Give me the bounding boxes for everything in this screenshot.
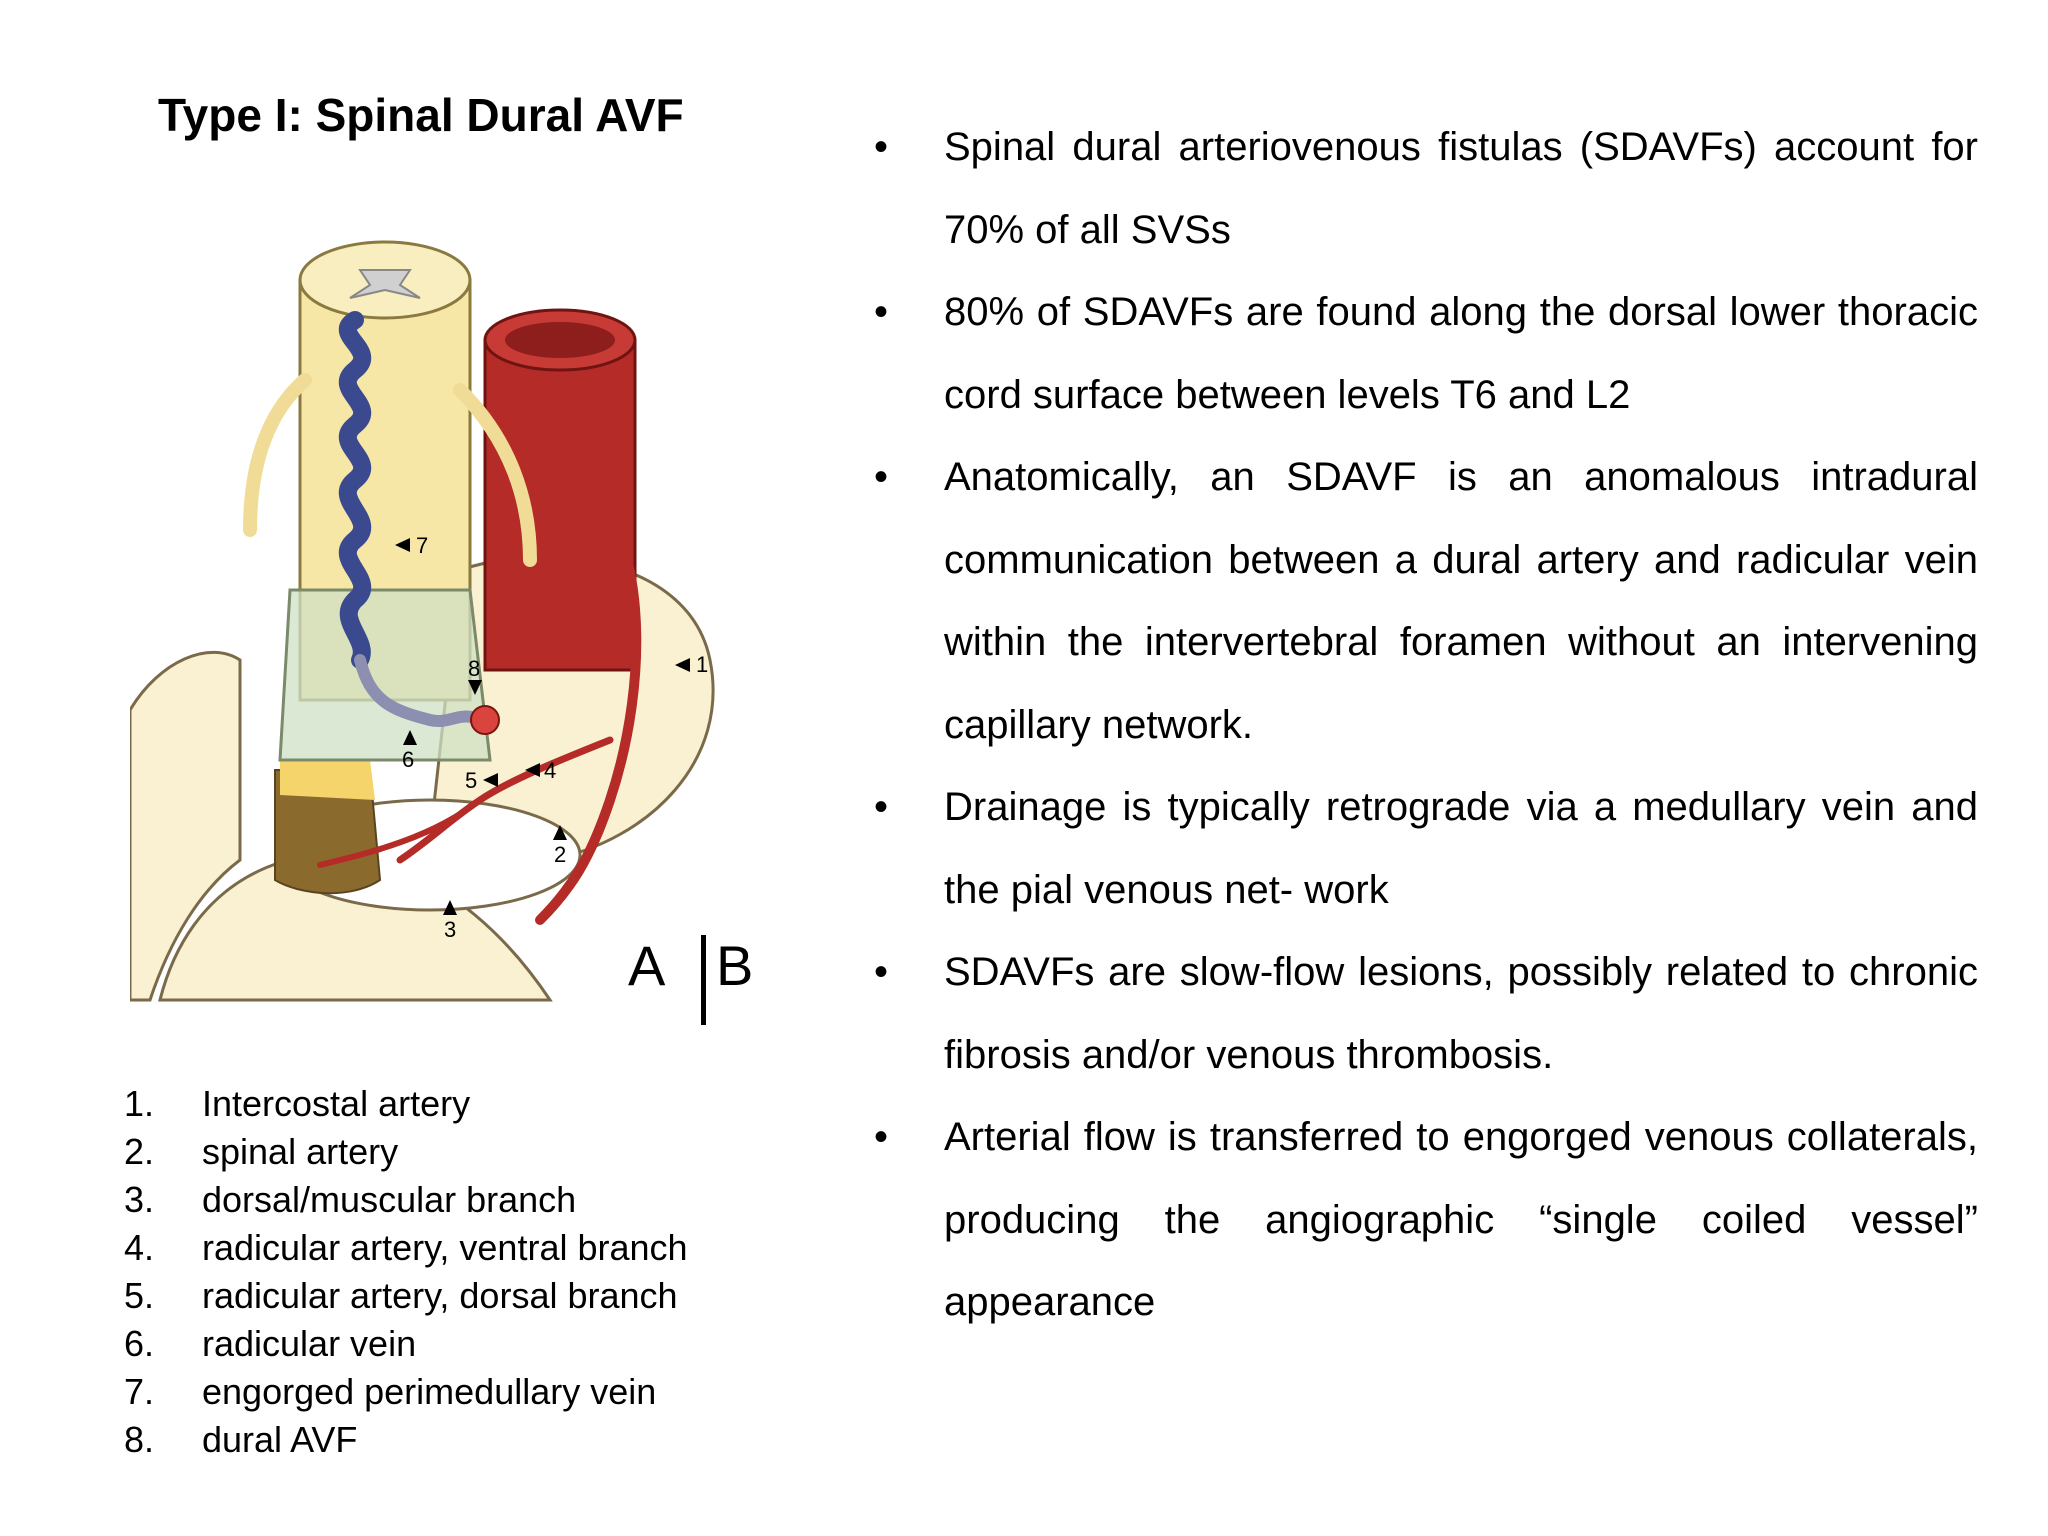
bullet-item: • Arterial flow is transferred to engorge… [868,1096,1978,1344]
spinal-dural-avf-illustration: 1 2 3 4 5 6 7 8 A B [130,240,780,1040]
marker-arrow-6 [403,730,417,745]
figure-legend: 1. Intercostal artery 2. spinal artery 3. d… [124,1080,744,1464]
marker-label-5: 5 [465,768,477,793]
legend-item: 6. radicular vein [124,1320,744,1368]
panel-label-a: A [628,934,666,997]
marker-arrow-7 [395,538,410,552]
bullet-text: Anatomically, an SDAVF is an anomalous i… [944,455,1978,747]
marker-label-6: 6 [402,747,414,772]
marker-arrow-2 [553,825,567,840]
panel-label-b: B [716,934,753,997]
marker-label-2: 2 [554,842,566,867]
legend-text: engorged perimedullary vein [202,1371,657,1412]
marker-label-3: 3 [444,917,456,942]
legend-text: spinal artery [202,1131,399,1172]
legend-item: 7. engorged perimedullary vein [124,1368,744,1416]
aorta-lumen [505,322,615,358]
bullet-item: • Spinal dural arteriovenous fistulas (SD… [868,106,1978,271]
legend-item: 3. dorsal/muscular branch [124,1176,744,1224]
marker-arrow-5 [483,773,498,787]
bullet-item: • Anatomically, an SDAVF is an anomalous … [868,436,1978,766]
muscle-highlight [280,760,375,800]
engorged-perimedullary-vein [338,311,372,669]
legend-item: 1. Intercostal artery [124,1080,744,1128]
nerve-root-right [453,383,537,567]
panel-divider [701,935,706,1025]
legend-number: 2. [124,1131,155,1172]
marker-arrow-8 [468,680,482,695]
intercostal-artery [535,465,642,925]
legend-number: 5. [124,1275,155,1316]
paraspinal-muscle [274,769,382,895]
vertebra-lamina [130,650,242,1002]
dural-avf-nidus [470,705,500,735]
legend-item: 4. radicular artery, ventral branch [124,1224,744,1272]
bullet-icon: • [874,455,889,499]
marker-label-1: 1 [696,652,708,677]
bullet-item: • Drainage is typically retrograde via a … [868,766,1978,931]
bullet-icon: • [874,290,889,334]
bullet-icon: • [874,785,889,829]
legend-number: 4. [124,1227,155,1268]
bullet-icon: • [874,1115,889,1159]
bullet-text: Arterial flow is transferred to engorged… [944,1115,1978,1324]
bullet-item: • SDAVFs are slow-flow lesions, possibly … [868,931,1978,1096]
slide-title: Type I: Spinal Dural AVF [158,89,684,141]
legend-text: dorsal/muscular branch [202,1179,577,1220]
bullet-list: • Spinal dural arteriovenous fistulas (SD… [868,106,1978,1344]
bullet-text: 80% of SDAVFs are found along the dorsal… [944,290,1978,417]
legend-text: radicular artery, ventral branch [202,1227,688,1268]
aorta [483,338,637,672]
bullet-text: Drainage is typically retrograde via a m… [944,785,1978,912]
bullet-text: Spinal dural arteriovenous fistulas (SDA… [944,125,1978,252]
legend-number: 6. [124,1323,155,1364]
marker-arrow-1 [675,658,690,672]
legend-item: 8. dural AVF [124,1416,744,1464]
bullet-icon: • [874,125,889,169]
legend-text: radicular artery, dorsal branch [202,1275,678,1316]
radicular-vein [354,654,486,728]
legend-text: dural AVF [202,1419,358,1460]
legend-text: Intercostal artery [202,1083,471,1124]
legend-item: 5. radicular artery, dorsal branch [124,1272,744,1320]
marker-label-8: 8 [468,656,480,681]
legend-number: 8. [124,1419,155,1460]
dural-sleeve [278,588,492,762]
marker-arrow-4 [525,763,540,777]
bullet-icon: • [874,950,889,994]
legend-text: radicular vein [202,1323,417,1364]
bullet-text: SDAVFs are slow-flow lesions, possibly r… [944,950,1978,1077]
legend-number: 3. [124,1179,155,1220]
dorsal-muscular-branch [317,797,483,868]
marker-label-7: 7 [416,533,428,558]
legend-number: 1. [124,1083,155,1124]
legend-number: 7. [124,1371,155,1412]
legend-item: 2. spinal artery [124,1128,744,1176]
marker-label-4: 4 [544,758,556,783]
bullet-item: • 80% of SDAVFs are found along the dorsa… [868,271,1978,436]
nerve-root-left [243,373,312,537]
marker-arrow-3 [443,900,457,915]
grey-matter [349,269,421,299]
